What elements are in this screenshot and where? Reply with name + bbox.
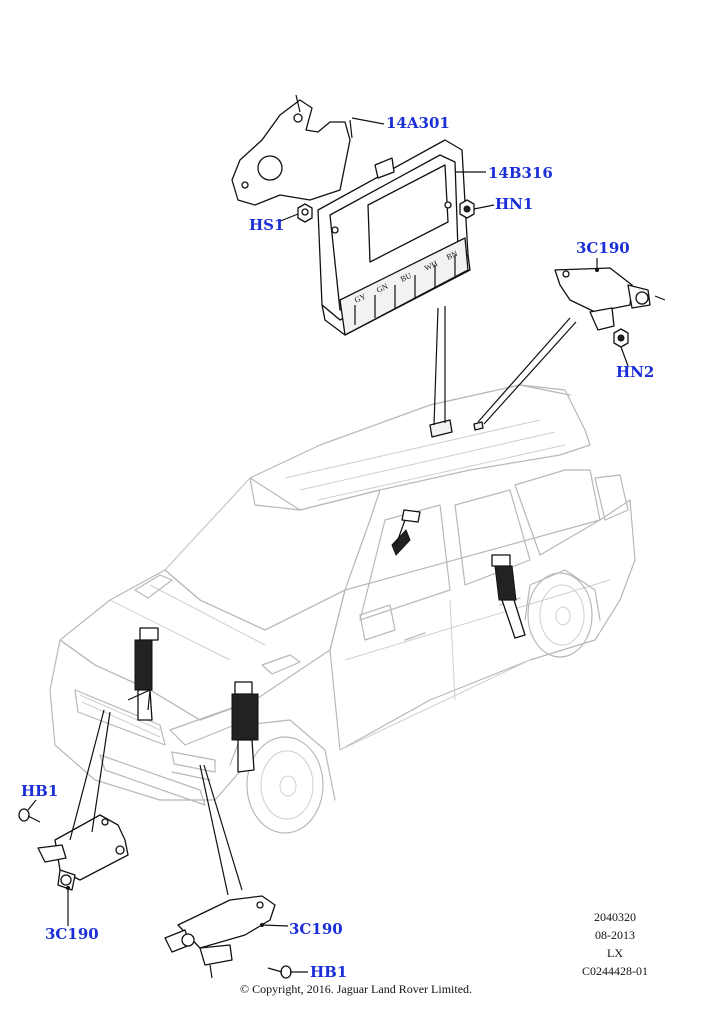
callout-14b316: 14B316 bbox=[488, 164, 553, 182]
reference-date: 08-2013 bbox=[595, 928, 635, 942]
nut-hn2-icon bbox=[613, 328, 629, 348]
front-right-height-sensor bbox=[164, 895, 276, 979]
pin-label-bu: BU bbox=[399, 271, 413, 284]
sensor-marker-module bbox=[429, 419, 453, 438]
callout-hn1: HN1 bbox=[495, 195, 533, 213]
callout-14a301: 14A301 bbox=[386, 114, 450, 132]
rear-right-air-strut bbox=[491, 554, 526, 639]
pin-label-bn: BN bbox=[445, 249, 459, 262]
callout-hs1: HS1 bbox=[249, 216, 284, 234]
sensor-marker-rear bbox=[473, 421, 484, 431]
reference-block: 2040320 08-2013 LX C0244428-01 bbox=[582, 910, 648, 978]
screw-hs1-icon bbox=[297, 203, 313, 223]
callout-3c190-front-right: 3C190 bbox=[289, 920, 343, 938]
callout-hb1-left: HB1 bbox=[21, 782, 58, 800]
front-left-air-strut bbox=[127, 627, 159, 721]
reference-model: LX bbox=[607, 946, 623, 960]
copyright-notice: © Copyright, 2016. Jaguar Land Rover Lim… bbox=[240, 982, 472, 996]
rear-height-sensor bbox=[554, 267, 666, 331]
callout-hb1-right: HB1 bbox=[310, 963, 347, 981]
rear-left-air-strut bbox=[391, 509, 421, 556]
nut-hn1-icon bbox=[459, 199, 475, 219]
module-pin-labels: GY GN BU WH BN bbox=[353, 249, 459, 305]
suspension-control-module bbox=[317, 139, 471, 336]
front-left-height-sensor bbox=[37, 814, 129, 891]
front-right-air-strut bbox=[231, 681, 259, 773]
bolt-hb1-front-left-icon bbox=[18, 808, 41, 823]
callout-hn2: HN2 bbox=[616, 363, 654, 381]
module-mounting-bracket bbox=[231, 94, 353, 206]
reference-number: 2040320 bbox=[594, 910, 636, 924]
callout-3c190-front-left: 3C190 bbox=[45, 925, 99, 943]
reference-illustration-id: C0244428-01 bbox=[582, 964, 648, 978]
bolt-hb1-front-right-icon bbox=[267, 965, 292, 979]
leader-lines bbox=[27, 117, 629, 973]
vehicle-outline bbox=[49, 384, 636, 834]
callout-3c190-rear: 3C190 bbox=[576, 239, 630, 257]
